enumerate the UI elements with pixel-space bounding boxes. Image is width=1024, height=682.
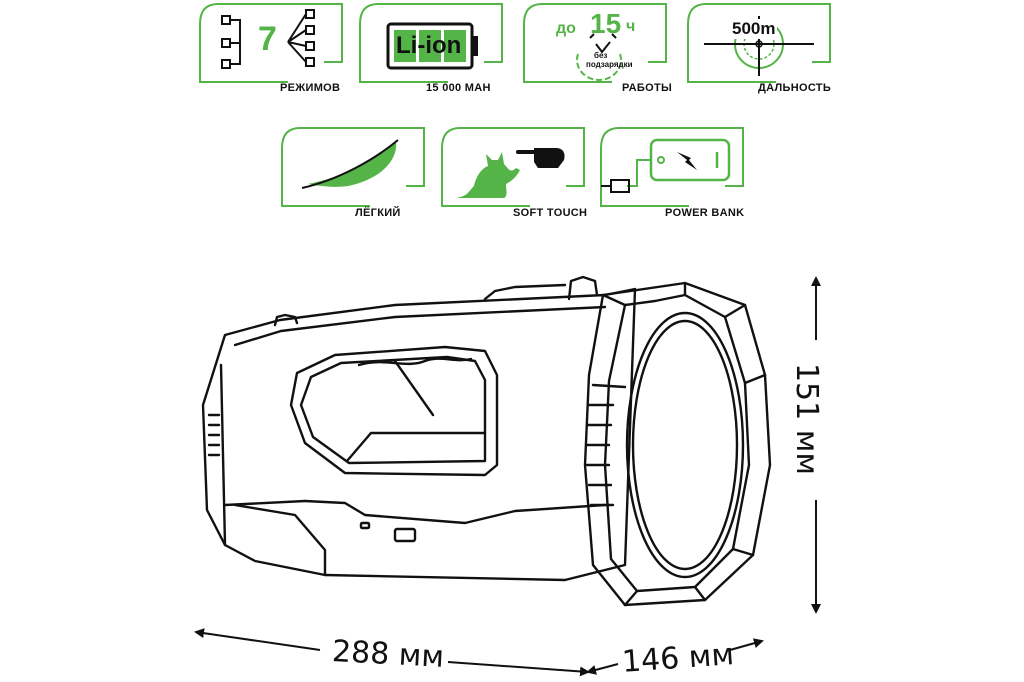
feather-icon [301,139,399,189]
dimension-length: 288 мм [331,634,445,675]
badge-light [278,126,428,207]
badge-modes: 7 [196,2,346,83]
modes-count: 7 [258,20,277,58]
runtime-hours: 15 [590,8,622,39]
runtime-unit: ч [626,18,636,35]
phone-charging-icon [601,138,731,193]
battery-icon [386,22,478,70]
badge-range: 500m [684,2,834,83]
badge-powerbank [597,126,747,207]
runtime-sub2: подзарядки [586,60,633,69]
badge-modes-label: РЕЖИМОВ [280,82,341,94]
badge-softtouch [438,126,588,207]
badge-range-label: ДАЛЬНОСТЬ [758,82,832,94]
badge-runtime: до 15 ч без подзарядки [520,2,670,83]
runtime-prefix: до [556,20,576,37]
badge-battery-label: 15 000 mAh [426,82,491,94]
dimension-height: 151 мм [789,362,825,476]
lantern-drawing [201,275,772,607]
badge-powerbank-label: POWER BANK [665,207,745,219]
badge-softtouch-label: SOFT TOUCH [513,207,588,219]
badge-runtime-label: РАБОТЫ [622,82,673,94]
badge-battery: Li-ion [356,2,506,83]
badge-light-label: ЛЁГКИЙ [355,207,401,219]
runtime-sub1: без [594,51,608,60]
modes-tree-icon [221,9,315,69]
cat-hand-icon [456,148,565,198]
range-value: 500m [730,19,778,39]
battery-type: Li-ion [396,32,462,59]
clock-icon [576,33,622,81]
dimension-width: 146 мм [620,637,736,680]
